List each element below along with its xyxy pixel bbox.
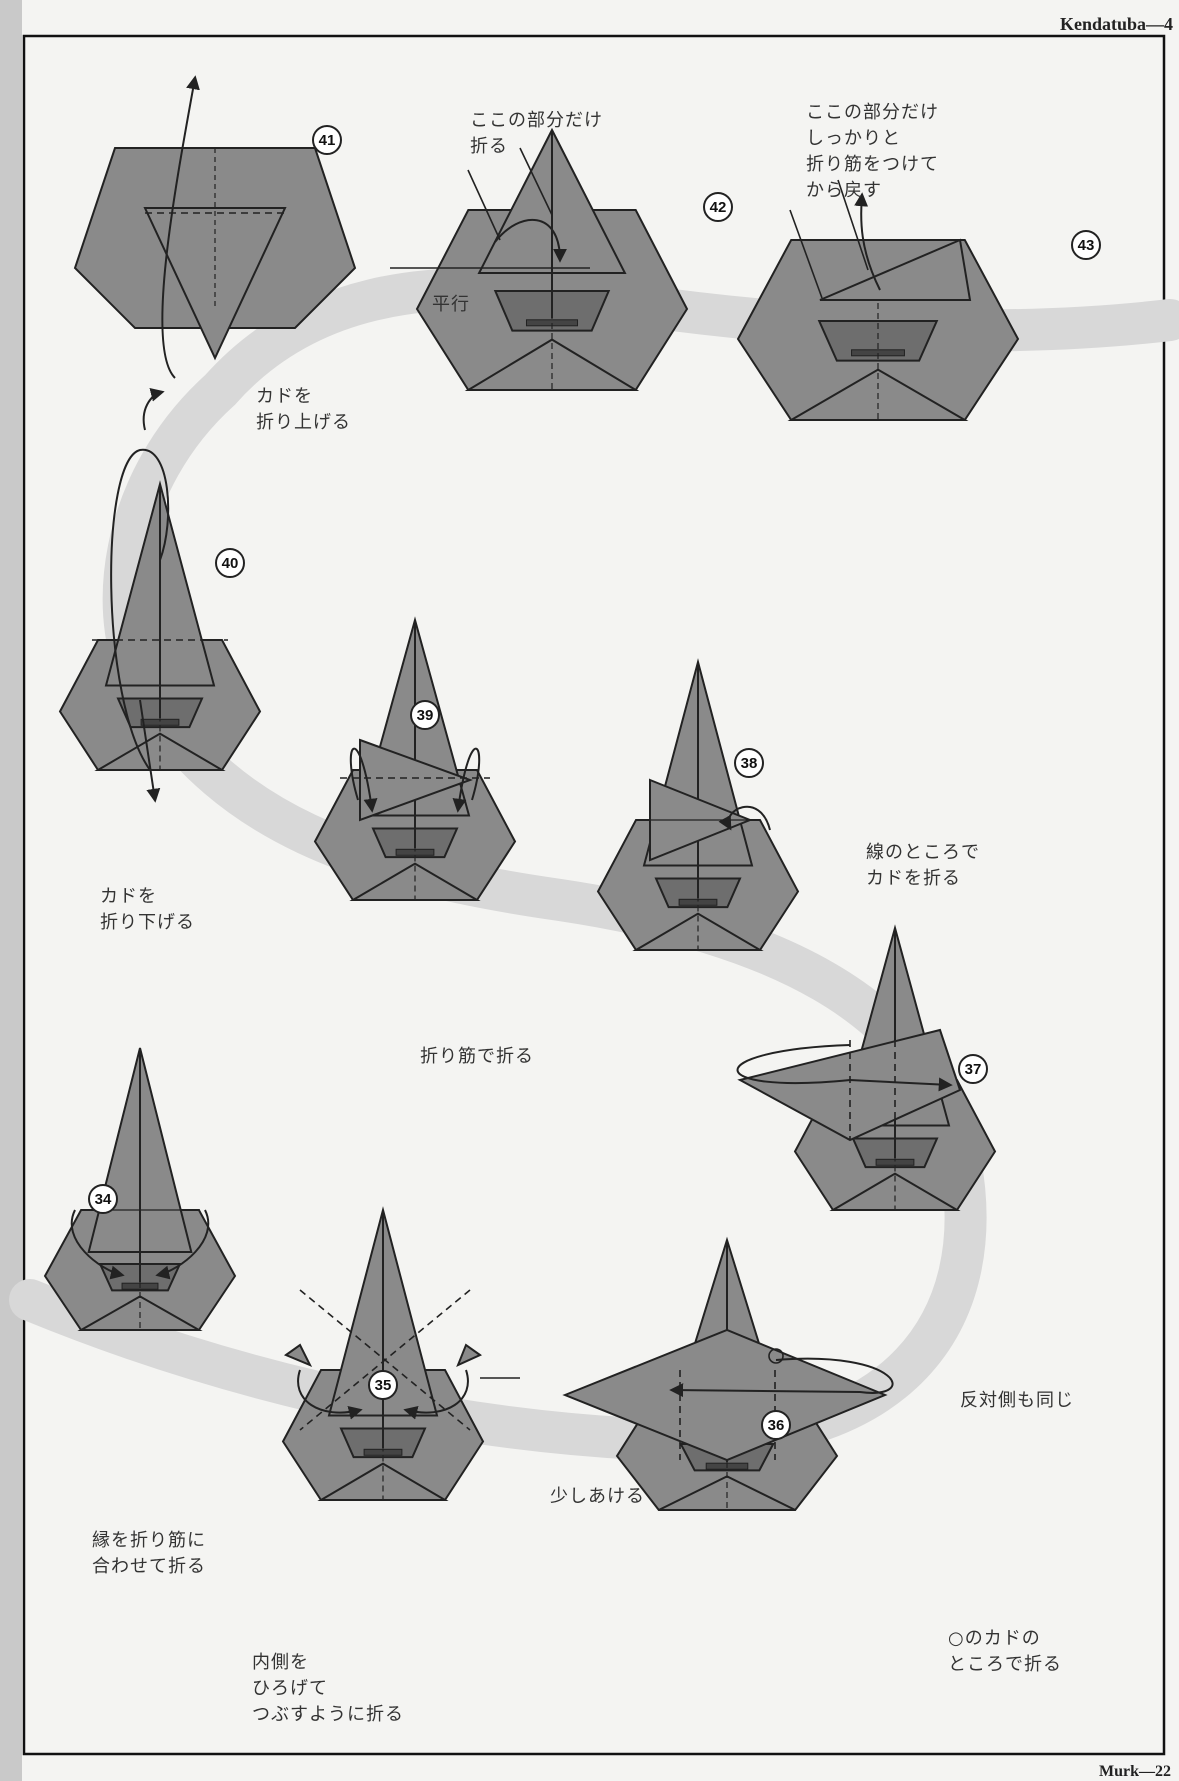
step-number-35: 35 [368, 1370, 398, 1400]
binding-shadow [0, 0, 22, 1781]
step-43-figure [738, 180, 1018, 420]
step-35-figure [283, 1210, 520, 1500]
step-42-figure [390, 130, 687, 390]
step-36-note: ○のカドの ところで折る [948, 1626, 1062, 1678]
step-40-turn-arrow [144, 392, 162, 430]
step-number-34: 34 [88, 1184, 118, 1214]
step-35-note: 内側を ひろげて つぶすように折る [252, 1650, 404, 1728]
step-number-43: 43 [1071, 230, 1101, 260]
step-43-note: ここの部分だけ しっかりと 折り筋をつけて から戻す [806, 100, 939, 204]
step-37-note: 反対側も同じ [960, 1388, 1074, 1414]
step-number-39: 39 [410, 700, 440, 730]
step-39-figure [315, 620, 515, 900]
step-40-note: カドを 折り下げる [100, 884, 195, 936]
step-number-37: 37 [958, 1054, 988, 1084]
step-number-38: 38 [734, 748, 764, 778]
fold-steps [45, 78, 1018, 1510]
step-39-note: 折り筋で折る [420, 1044, 534, 1070]
step-number-40: 40 [215, 548, 245, 578]
step-number-41: 41 [312, 125, 342, 155]
step-42-note-parallel: 平行 [432, 292, 470, 318]
step-34-figure [45, 1048, 235, 1330]
footer-title: Murk—22 [1099, 1763, 1171, 1781]
step-35-notch-left [286, 1345, 310, 1365]
step-35-notch-right [458, 1345, 480, 1365]
step-number-36: 36 [761, 1410, 791, 1440]
step-number-42: 42 [703, 192, 733, 222]
header-title: Kendatuba—4 [1060, 14, 1173, 35]
step-35-note-gap: 少しあける [550, 1484, 645, 1510]
step-38-note: 線のところで カドを折る [866, 840, 980, 892]
step-41-note: カドを 折り上げる [256, 384, 351, 436]
step-38-figure [598, 662, 798, 950]
step-36-figure [565, 1240, 893, 1510]
step-34-note: 縁を折り筋に 合わせて折る [92, 1528, 206, 1580]
step-42-note: ここの部分だけ 折る [470, 108, 603, 160]
